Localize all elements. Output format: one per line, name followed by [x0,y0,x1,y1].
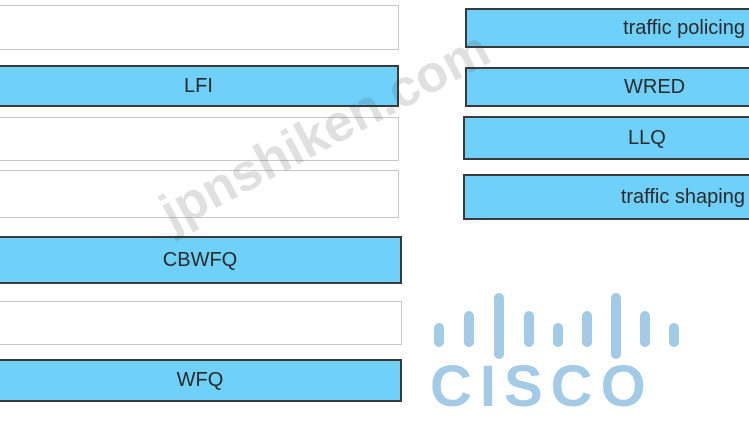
drag-item-traffic-policing[interactable]: traffic policing [465,8,749,48]
cisco-wordmark: CISCO [430,354,654,419]
drop-slot-7-label: WFQ [176,369,224,391]
drop-slot-1[interactable] [0,5,399,50]
drag-item-wred-label: WRED [624,75,686,98]
drop-slot-2-label: LFI [184,74,213,97]
drop-slot-3[interactable] [0,117,399,161]
drop-slot-6[interactable] [0,301,402,345]
drop-slot-4[interactable] [0,170,399,218]
drag-item-llq-label: LLQ [628,126,666,149]
cisco-bars-icon [434,293,679,359]
drag-item-llq[interactable]: LLQ [463,116,749,160]
drop-slot-5-label: CBWFQ [162,248,238,271]
drag-item-traffic-shaping[interactable]: traffic shaping [463,174,749,220]
cisco-logo: CISCO [430,290,690,420]
drop-slot-7[interactable]: WFQ [0,359,402,402]
drag-item-wred[interactable]: WRED [465,67,749,107]
drop-slot-2[interactable]: LFI [0,65,399,107]
drag-item-traffic-policing-label: traffic policing [623,16,745,39]
drag-item-traffic-shaping-label: traffic shaping [620,185,745,208]
drop-slot-5[interactable]: CBWFQ [0,236,402,284]
